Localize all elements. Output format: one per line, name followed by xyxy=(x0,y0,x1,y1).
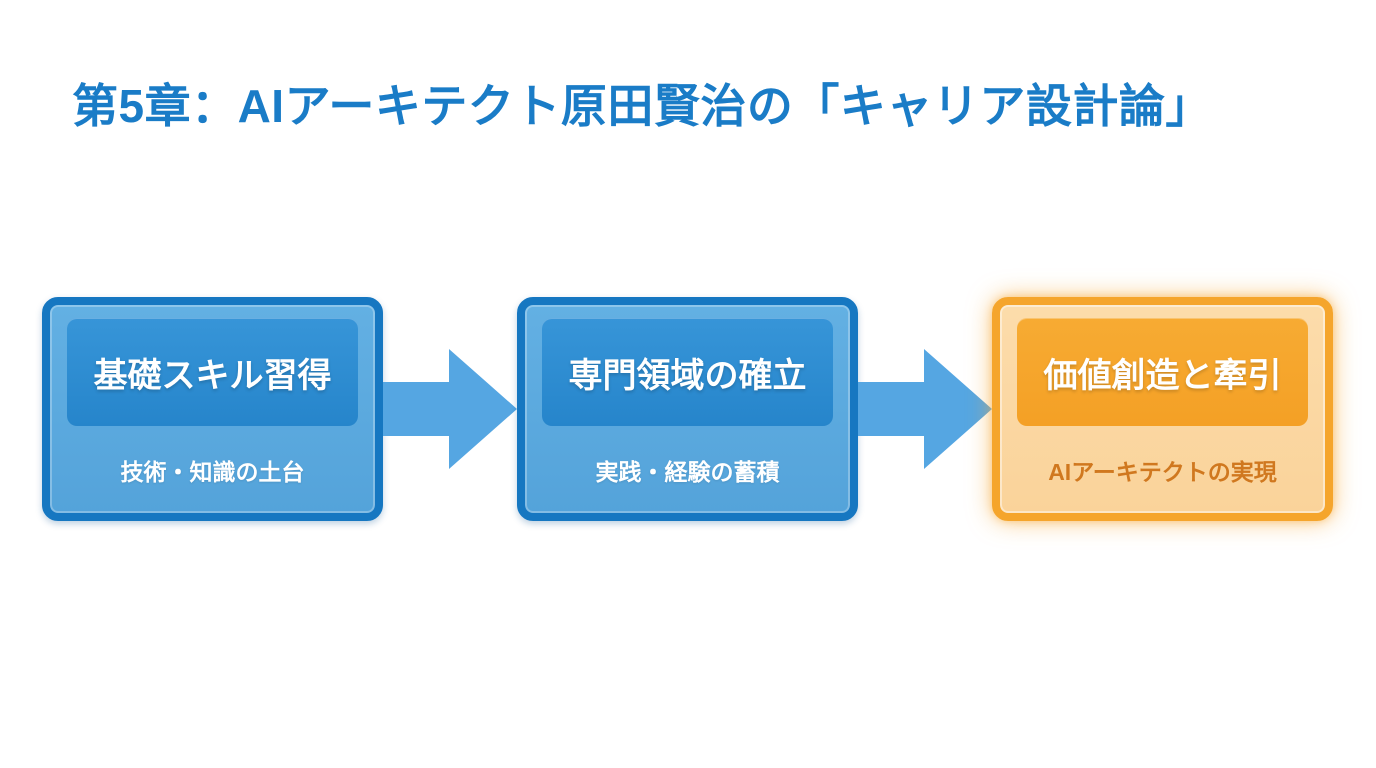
step-subtitle: AIアーキテクトの実現 xyxy=(1048,458,1277,485)
step-heading-box: 基礎スキル習得 xyxy=(67,318,358,426)
flow-step-basic-skills: 基礎スキル習得 技術・知識の土台 xyxy=(42,297,383,521)
right-arrow-icon xyxy=(858,349,992,469)
slide-title: 第5章：AIアーキテクト原田賢治の「キャリア設計論」 xyxy=(72,80,1212,132)
step-heading: 専門領域の確立 xyxy=(568,356,807,395)
step-subtitle: 技術・知識の土台 xyxy=(120,458,305,485)
step-subtitle: 実践・経験の蓄積 xyxy=(595,458,780,485)
step-heading: 基礎スキル習得 xyxy=(93,356,332,395)
right-arrow-shape xyxy=(383,349,517,469)
step-heading: 価値創造と牽引 xyxy=(1043,356,1282,395)
right-arrow-icon xyxy=(383,349,517,469)
step-heading-box: 価値創造と牽引 xyxy=(1017,318,1308,426)
right-arrow-shape xyxy=(858,349,992,469)
flow-step-value-creation: 価値創造と牽引 AIアーキテクトの実現 xyxy=(992,297,1333,521)
career-flow-diagram: 基礎スキル習得 技術・知識の土台 専門領域の確立 実践・経験の蓄積 価値創造と牽… xyxy=(42,297,1333,521)
step-heading-box: 専門領域の確立 xyxy=(542,318,833,426)
flow-step-specialization: 専門領域の確立 実践・経験の蓄積 xyxy=(517,297,858,521)
